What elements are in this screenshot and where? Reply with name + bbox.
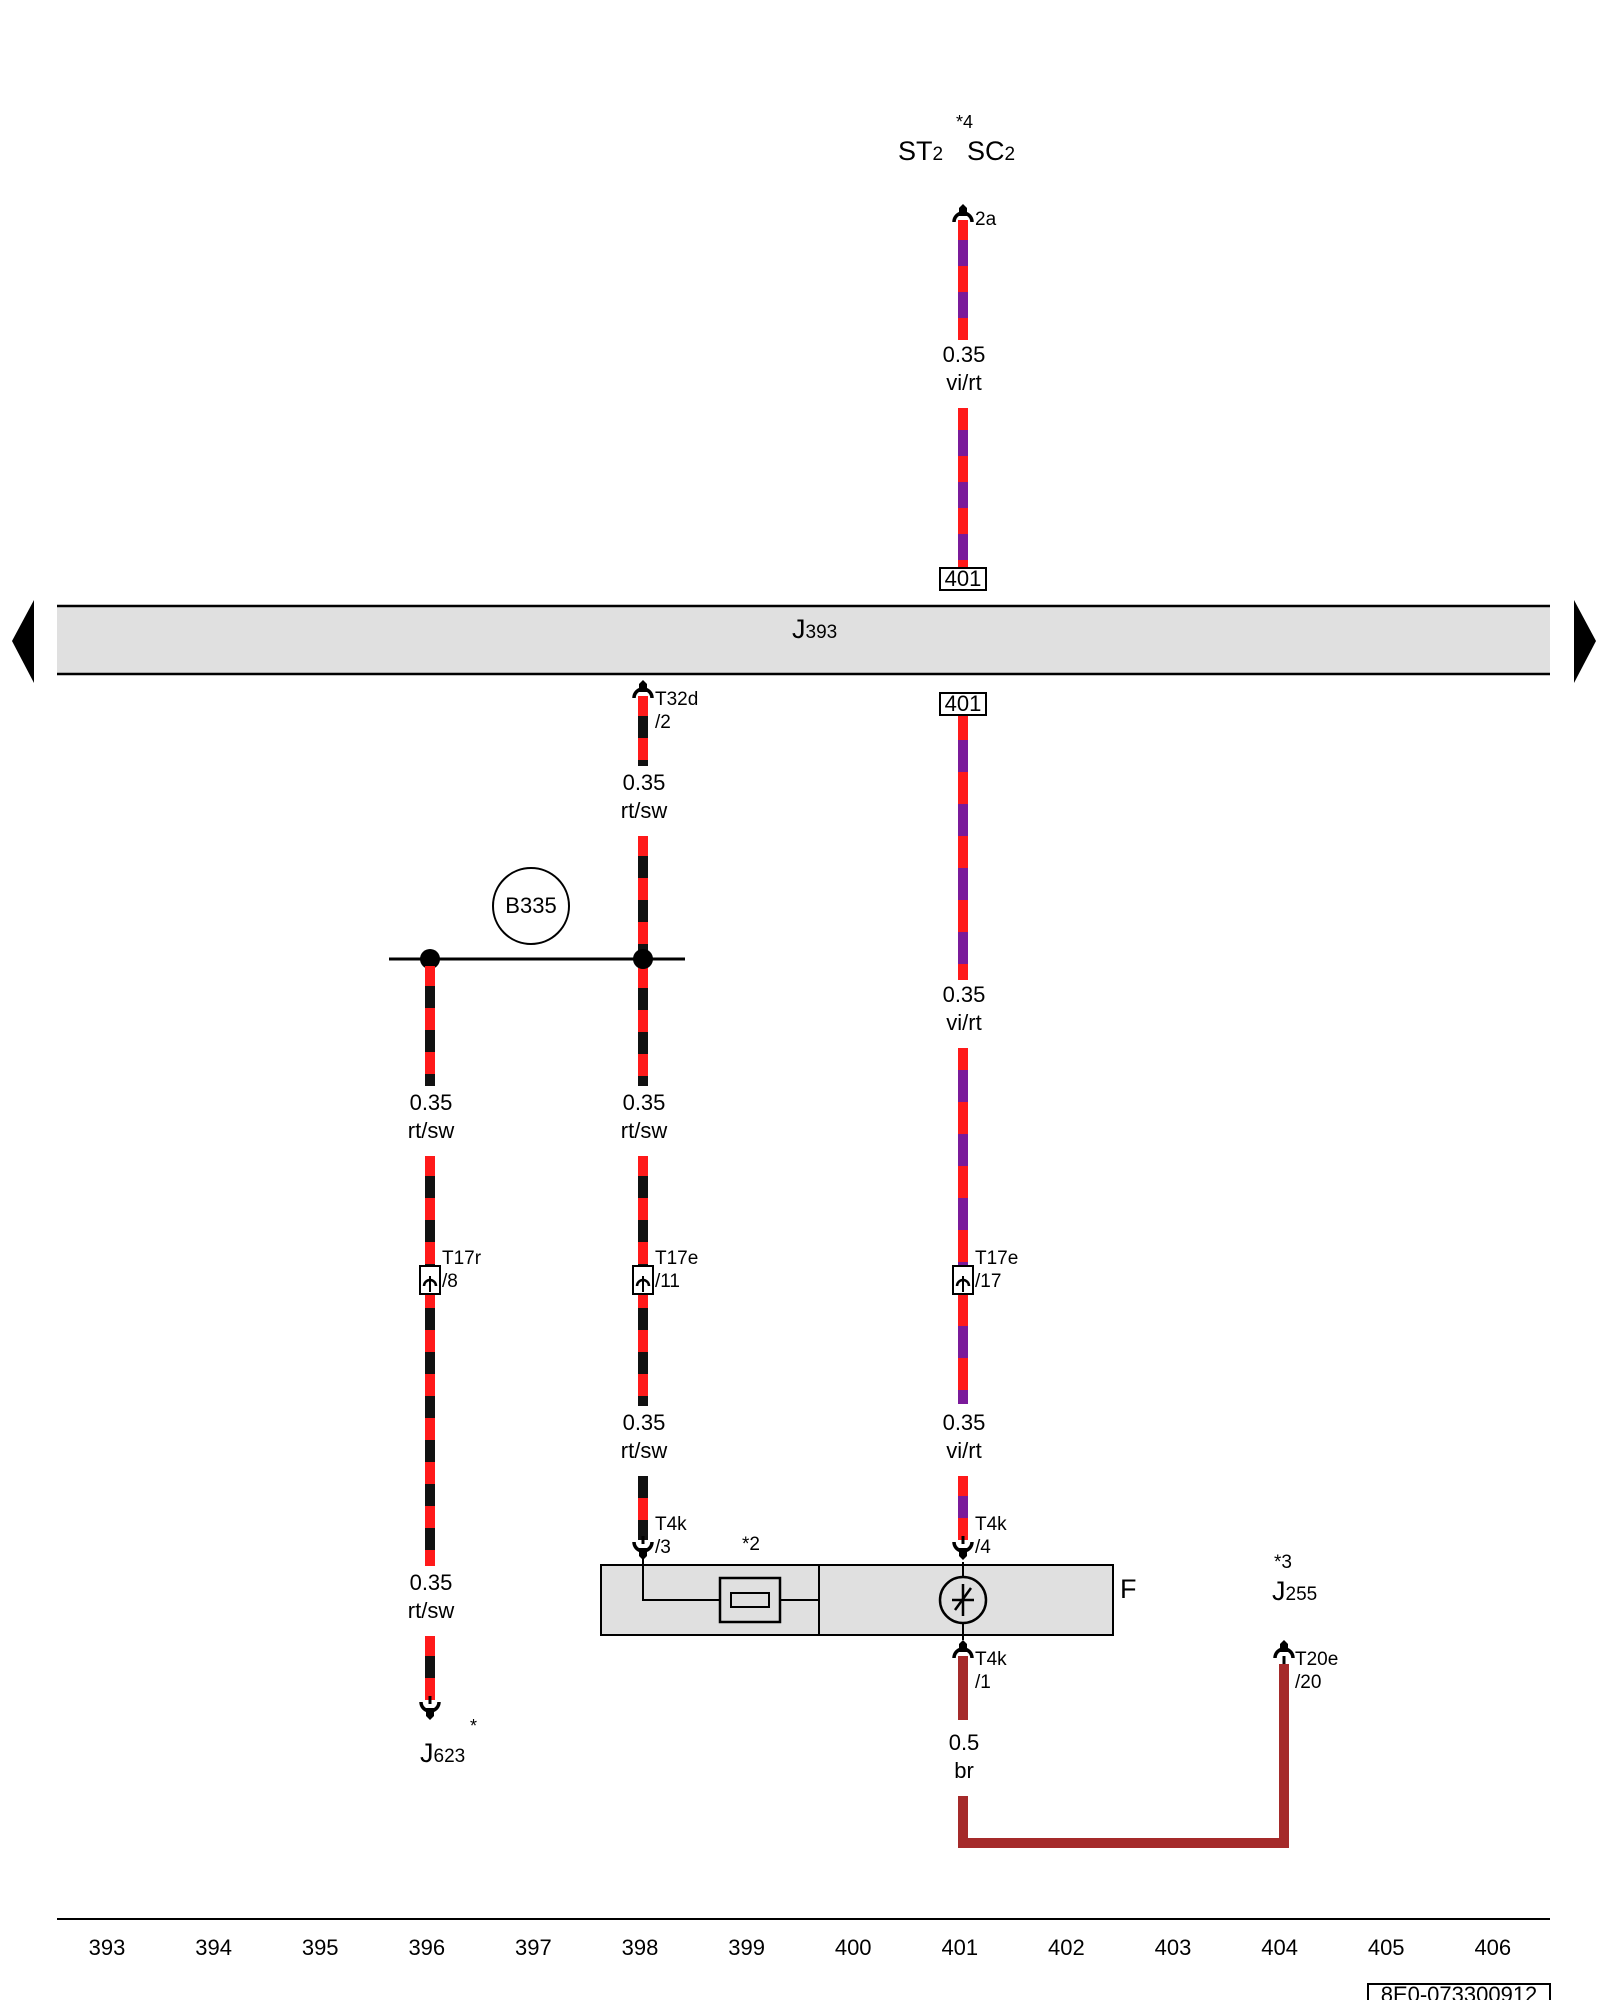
j255-note: *3 — [1274, 1552, 1292, 1573]
splice-b335-circle — [492, 867, 570, 945]
splice-node-left — [420, 949, 440, 969]
t20e-20-pin: /20 — [1295, 1672, 1321, 1693]
column-number: 404 — [1261, 1935, 1298, 1960]
column-number: 395 — [302, 1935, 339, 1960]
doc-id: 8E0-073300912 — [1381, 1982, 1538, 2000]
t4k-4-name: T4k — [975, 1514, 1007, 1535]
column-numbers: 393 394 395 396 397 398 399 400 401 402 403 404 405 4… — [89, 1935, 1512, 1960]
wire2-color: rt/sw — [621, 798, 668, 823]
ref-box-401-top — [939, 567, 987, 591]
column-number: 397 — [515, 1935, 552, 1960]
bus-bar-j393 — [57, 604, 1550, 676]
connector-j623-icon — [419, 1694, 441, 1722]
switch-f-icon — [938, 1562, 988, 1640]
connector-t20e-20-icon — [1273, 1638, 1295, 1666]
wire2-size: 0.35 — [623, 770, 666, 795]
t17e-17-name: T17e — [975, 1248, 1018, 1269]
t17r-8-pin: /8 — [442, 1271, 458, 1292]
t4k-1-name: T4k — [975, 1649, 1007, 1670]
note-4: *4 — [956, 112, 973, 132]
wire7-size: 0.35 — [943, 1410, 986, 1435]
wire4-size: 0.35 — [410, 1090, 453, 1115]
t17e-17-pin: /17 — [975, 1271, 1001, 1292]
t17e-11-name: T17e — [655, 1248, 698, 1269]
column-number: 393 — [89, 1935, 126, 1960]
t4k-4-pin: /4 — [975, 1537, 991, 1558]
wire4-color: rt/sw — [408, 1118, 455, 1143]
pin-2a: 2a — [975, 209, 997, 230]
bus-left-arrow-icon — [12, 600, 34, 683]
wire9-color: br — [954, 1758, 974, 1783]
splice-node-right — [633, 949, 653, 969]
ref-box-401-bottom — [939, 692, 987, 716]
t4k-1-pin: /1 — [975, 1672, 991, 1693]
wire8-color: rt/sw — [621, 1438, 668, 1463]
wire7-color: vi/rt — [946, 1438, 981, 1463]
column-number: 399 — [728, 1935, 765, 1960]
fuse-note: *2 — [742, 1534, 760, 1555]
wire-br-lower — [958, 1664, 1289, 1848]
column-number: 402 — [1048, 1935, 1085, 1960]
connector-t4k-4-icon — [952, 1534, 974, 1562]
column-number: 400 — [835, 1935, 872, 1960]
t32d-2-pin: /2 — [655, 712, 671, 733]
wire3-size: 0.35 — [943, 982, 986, 1007]
sc2-label: SC2 — [967, 136, 1015, 166]
column-number: 396 — [408, 1935, 445, 1960]
column-number: 398 — [622, 1935, 659, 1960]
wire8-size: 0.35 — [623, 1410, 666, 1435]
wire9-size: 0.5 — [949, 1730, 980, 1755]
t20e-20-name: T20e — [1295, 1649, 1338, 1670]
column-number: 405 — [1368, 1935, 1405, 1960]
t4k-3-pin: /3 — [655, 1537, 671, 1558]
wire6-color: rt/sw — [408, 1598, 455, 1623]
splice-b335-label: B335 — [505, 893, 556, 918]
wire5-color: rt/sw — [621, 1118, 668, 1143]
fuse-icon — [642, 1556, 819, 1624]
j623-label: J623 — [420, 1738, 465, 1768]
column-number: 406 — [1474, 1935, 1511, 1960]
t17e-11-pin: /11 — [655, 1271, 680, 1292]
ref-401-top: 401 — [945, 566, 982, 591]
t32d-2-name: T32d — [655, 689, 698, 710]
t4k-3-name: T4k — [655, 1514, 687, 1535]
bus-label-j393: J393 — [792, 614, 837, 644]
wire3-color: vi/rt — [946, 1010, 981, 1035]
t17r-8-name: T17r — [442, 1248, 482, 1269]
j623-note: * — [470, 1716, 477, 1736]
ref-401-bottom: 401 — [945, 691, 982, 716]
wire1-size: 0.35 — [943, 342, 986, 367]
switch-f-label: F — [1120, 1574, 1137, 1604]
doc-id-box — [1367, 1983, 1551, 2000]
column-number: 403 — [1155, 1935, 1192, 1960]
column-number: 401 — [941, 1935, 978, 1960]
wire1-color: vi/rt — [946, 370, 981, 395]
bus-right-arrow-icon — [1574, 600, 1596, 683]
st2-label: ST2 — [898, 136, 943, 166]
wire5-size: 0.35 — [623, 1090, 666, 1115]
column-number: 394 — [195, 1935, 232, 1960]
j255-label: J255 — [1272, 1576, 1317, 1606]
wire6-size: 0.35 — [410, 1570, 453, 1595]
